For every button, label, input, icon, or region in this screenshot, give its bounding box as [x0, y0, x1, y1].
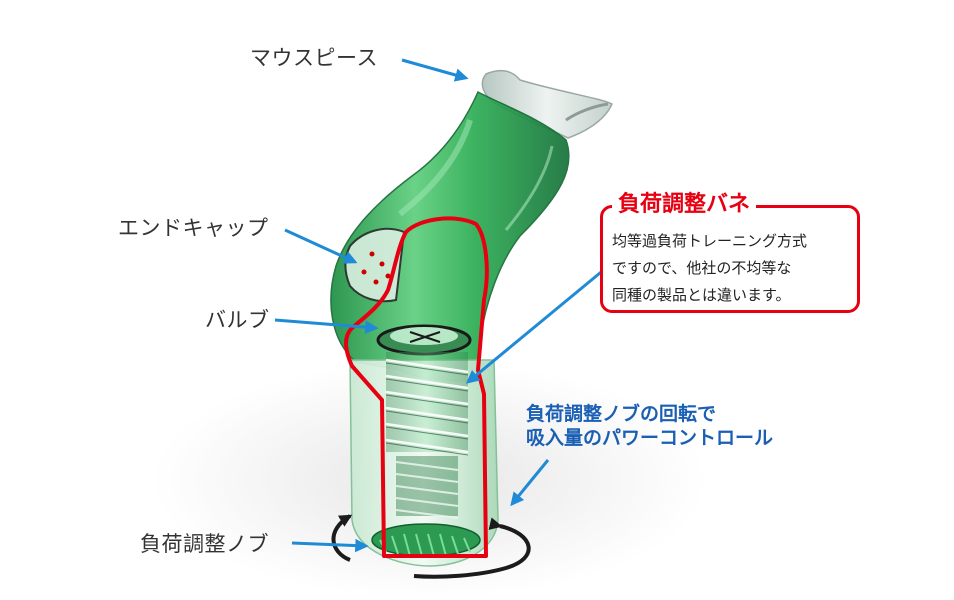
pointer-spring	[465, 266, 607, 384]
callout-line: ですので、他社の不均等な	[612, 259, 792, 277]
pointer-knob-rotation	[510, 459, 550, 507]
pointer-load-knob	[291, 538, 369, 553]
label-mouthpiece: マウスピース	[250, 46, 378, 70]
callout-body: 均等過負荷トレーニング方式 ですので、他社の不均等な 同種の製品とは違います。	[612, 228, 852, 309]
rotation-arrow-right	[413, 517, 531, 579]
label-valve: バルブ	[205, 308, 270, 332]
note-line: 負荷調整ノブの回転で	[526, 403, 717, 425]
label-load-knob: 負荷調整ノブ	[140, 532, 269, 556]
pointer-mouthpiece	[401, 58, 469, 82]
pointer-valve	[274, 318, 379, 334]
knob-rotation-note: 負荷調整ノブの回転で 吸入量のパワーコントロール	[526, 402, 773, 450]
callout-line: 均等過負荷トレーニング方式	[612, 232, 808, 250]
label-end-cap: エンドキャップ	[118, 216, 269, 240]
cutaway-outline	[344, 216, 489, 558]
callout-line: 同種の製品とは違います。	[612, 286, 791, 304]
green-body	[330, 90, 570, 382]
knob-part	[371, 523, 481, 557]
valve-part	[376, 324, 472, 356]
rotation-arrow-left	[331, 514, 353, 562]
spring-part	[385, 352, 469, 519]
note-line: 吸入量のパワーコントロール	[526, 427, 774, 449]
callout-title: 負荷調整バネ	[612, 186, 757, 218]
pointer-end-cap	[284, 228, 358, 264]
